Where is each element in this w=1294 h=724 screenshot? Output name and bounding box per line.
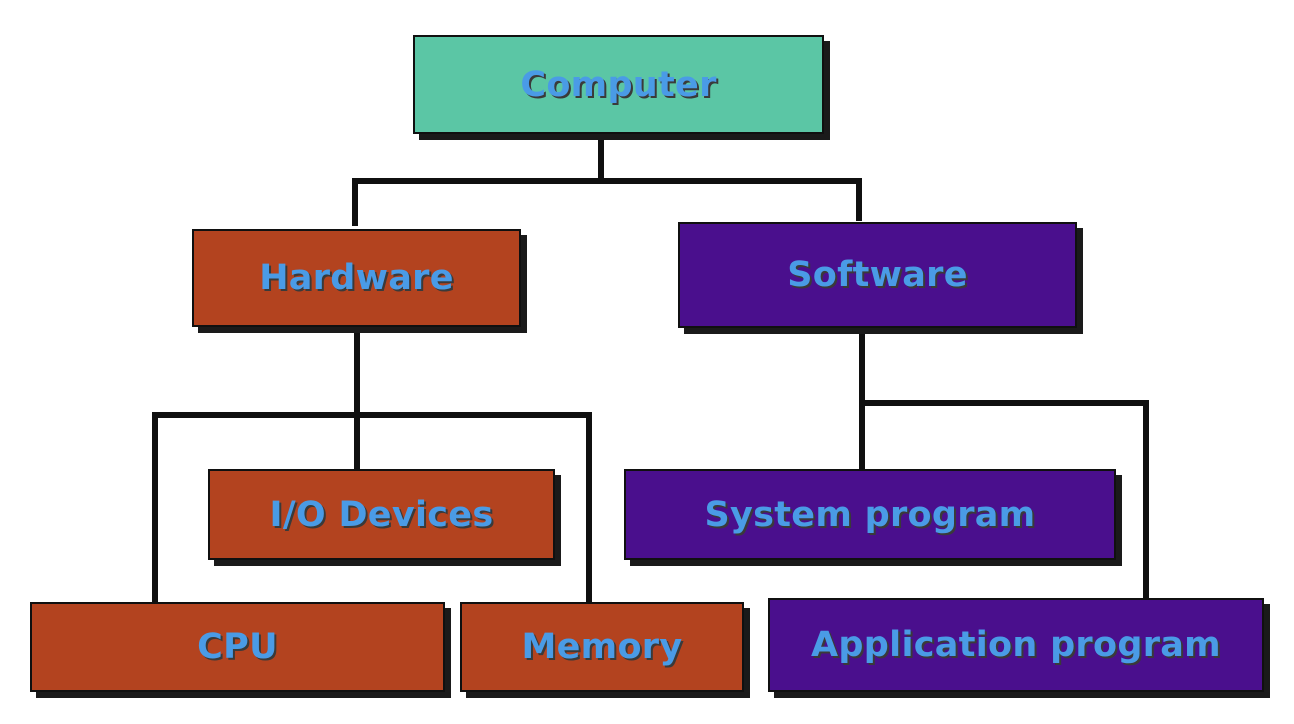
connector-hardware-children xyxy=(152,326,592,603)
node-hardware-label: Hardware xyxy=(259,258,454,298)
connector-software-children xyxy=(859,327,1149,599)
node-io-devices: I/O Devices xyxy=(208,469,555,560)
node-memory-label: Memory xyxy=(521,627,683,667)
node-cpu: CPU xyxy=(30,602,445,692)
node-io-devices-label: I/O Devices xyxy=(269,494,494,535)
node-hardware: Hardware xyxy=(192,229,521,327)
node-memory: Memory xyxy=(460,602,744,692)
node-software-label: Software xyxy=(787,255,968,295)
node-cpu-label: CPU xyxy=(197,627,278,667)
node-system-program: System program xyxy=(624,469,1116,560)
node-computer-label: Computer xyxy=(520,64,717,105)
node-application-program-label: Application program xyxy=(811,625,1221,665)
node-computer: Computer xyxy=(413,35,824,134)
node-software: Software xyxy=(678,222,1077,328)
connector-computer-children xyxy=(352,133,862,226)
node-application-program: Application program xyxy=(768,598,1264,692)
node-system-program-label: System program xyxy=(704,494,1036,535)
